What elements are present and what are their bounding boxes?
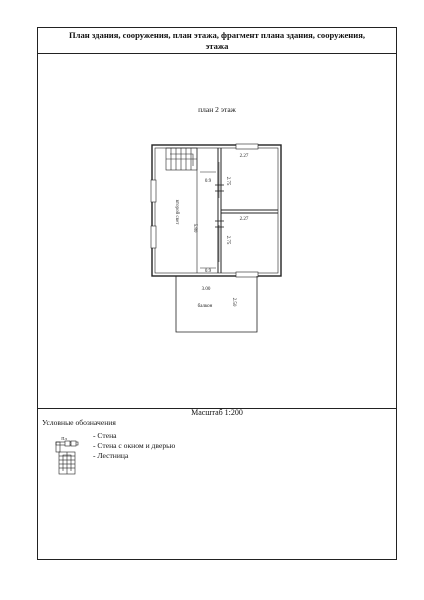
window-left-top	[150, 179, 157, 203]
window-left-bottom	[150, 225, 157, 249]
legend-title: Условные обозначения	[42, 418, 116, 427]
corridor-bottom-width: 0.9	[205, 269, 212, 274]
corridor-top-width: 0.9	[205, 179, 212, 184]
stairs-icon	[165, 147, 198, 171]
corridor-length: 5.80	[192, 224, 197, 233]
door-marks	[215, 184, 224, 228]
legend-item-wall: - Стена	[93, 431, 117, 440]
sheet-header: План здания, сооружения, план этажа, фра…	[38, 28, 396, 54]
header-line-2: этажа	[205, 41, 229, 51]
second-light-label: второй свет	[174, 200, 179, 226]
room-top-height: 2.75	[225, 177, 230, 186]
room-bottom-width: 2.27	[240, 217, 249, 222]
drawing-sheet: План здания, сооружения, план этажа, фра…	[37, 27, 397, 560]
room-partitions	[196, 148, 278, 273]
legend-item-window-door: - Стена с окном и дверью	[93, 441, 176, 450]
scale-divider	[38, 408, 396, 409]
legend-item-stairs: - Лестница	[93, 451, 129, 460]
balcony-label: балкон	[198, 304, 213, 309]
legend-stairs-symbol	[58, 451, 76, 475]
window-bottom-room	[235, 271, 259, 278]
dimension-ticks	[200, 162, 220, 269]
legend-window-door-label: Пл	[61, 436, 67, 441]
window-marks	[150, 143, 259, 278]
balcony-width: 3.00	[202, 287, 211, 292]
plan-title: план 2 этаж	[198, 105, 236, 114]
window-top-room	[235, 143, 259, 150]
scale-label: Масштаб 1:200	[191, 408, 243, 417]
room-bottom-height: 2.75	[225, 236, 230, 245]
room-top-width: 2.27	[240, 154, 249, 159]
legend-window-symbol	[64, 440, 77, 447]
balcony-outline	[175, 276, 258, 333]
balcony-depth: 2.50	[231, 298, 236, 307]
header-line-1: План здания, сооружения, план этажа, фра…	[68, 30, 365, 40]
